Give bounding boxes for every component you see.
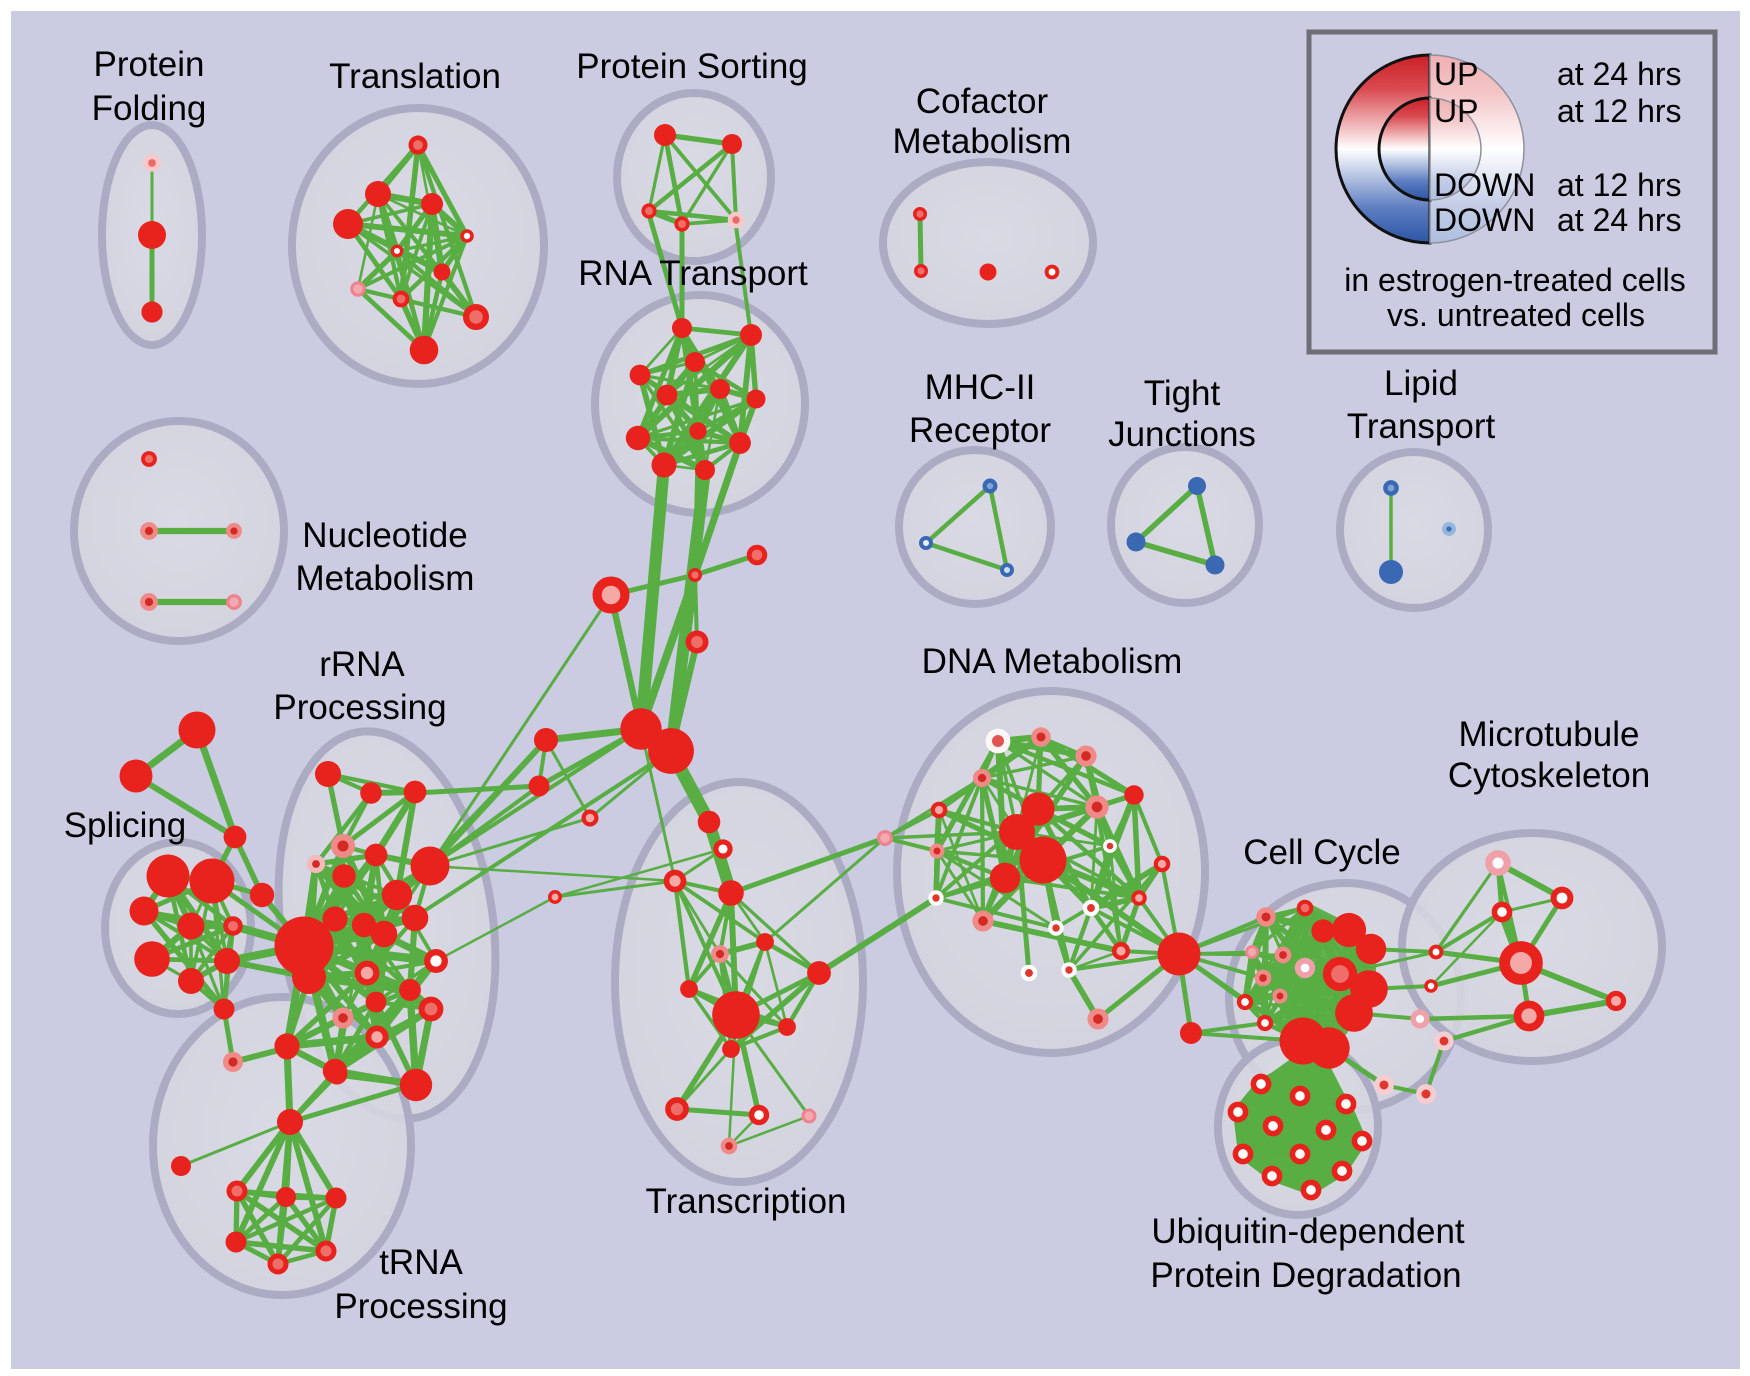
- svg-text:Protein Sorting: Protein Sorting: [576, 47, 808, 86]
- svg-text:DOWN: DOWN: [1434, 167, 1535, 203]
- svg-text:Cofactor: Cofactor: [916, 82, 1049, 121]
- svg-text:DOWN: DOWN: [1434, 202, 1535, 238]
- svg-text:at 12 hrs: at 12 hrs: [1557, 93, 1682, 129]
- svg-text:Folding: Folding: [92, 89, 207, 128]
- svg-text:at 24 hrs: at 24 hrs: [1557, 202, 1682, 238]
- svg-text:Splicing: Splicing: [64, 806, 187, 845]
- svg-text:Nucleotide: Nucleotide: [302, 516, 467, 555]
- svg-text:Processing: Processing: [334, 1287, 507, 1326]
- svg-text:Metabolism: Metabolism: [893, 122, 1072, 161]
- svg-text:tRNA: tRNA: [379, 1243, 463, 1282]
- svg-text:Processing: Processing: [273, 688, 446, 727]
- svg-text:Protein: Protein: [94, 45, 205, 84]
- svg-text:Microtubule: Microtubule: [1459, 715, 1640, 754]
- svg-text:in estrogen-treated cells: in estrogen-treated cells: [1344, 262, 1686, 298]
- svg-text:rRNA: rRNA: [319, 645, 405, 684]
- svg-text:RNA Transport: RNA Transport: [578, 254, 808, 293]
- svg-text:Ubiquitin-dependent: Ubiquitin-dependent: [1151, 1212, 1465, 1251]
- svg-text:Lipid: Lipid: [1384, 364, 1458, 403]
- svg-text:MHC-II: MHC-II: [925, 368, 1036, 407]
- svg-text:Receptor: Receptor: [909, 411, 1051, 450]
- svg-text:Tight: Tight: [1144, 374, 1221, 413]
- svg-text:Metabolism: Metabolism: [296, 559, 475, 598]
- svg-text:Junctions: Junctions: [1108, 415, 1256, 454]
- svg-text:at 12 hrs: at 12 hrs: [1557, 167, 1682, 203]
- svg-text:Transport: Transport: [1347, 407, 1496, 446]
- svg-text:Transcription: Transcription: [646, 1182, 847, 1221]
- svg-text:UP: UP: [1434, 56, 1478, 92]
- svg-text:UP: UP: [1434, 93, 1478, 129]
- svg-text:Translation: Translation: [329, 57, 501, 96]
- svg-text:DNA Metabolism: DNA Metabolism: [922, 642, 1183, 681]
- svg-text:Cytoskeleton: Cytoskeleton: [1448, 756, 1650, 795]
- svg-text:Protein Degradation: Protein Degradation: [1150, 1256, 1461, 1295]
- svg-text:vs. untreated cells: vs. untreated cells: [1387, 297, 1645, 333]
- svg-text:at 24 hrs: at 24 hrs: [1557, 56, 1682, 92]
- svg-text:Cell Cycle: Cell Cycle: [1243, 833, 1401, 872]
